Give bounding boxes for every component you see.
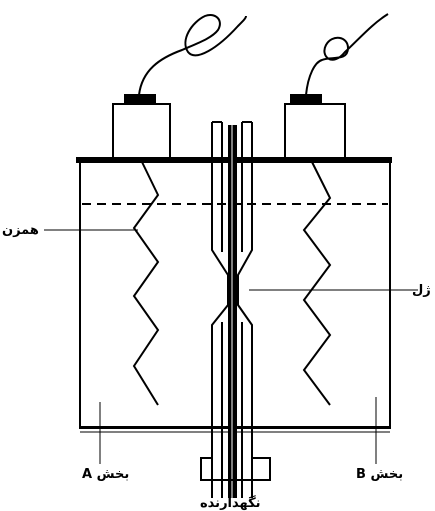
left-stirrer-cable [138,14,247,96]
right-stirrer-cap [290,94,322,104]
right-stirrer-cable [305,13,389,96]
left-stirrer-motor [112,103,171,161]
label-section-a: بخش A [82,467,130,482]
right-stirrer-blade [302,161,332,406]
right-stirrer-motor [284,103,346,161]
holder-outer-right [237,122,253,498]
left-stirrer-blade [132,161,160,406]
label-hamzan: همزن [2,223,39,238]
holder-base [200,457,271,481]
label-section-b: بخش B [356,467,404,482]
label-gel: ژل [412,283,431,298]
label-holder: نگهدارنده [200,496,261,511]
left-stirrer-cap [124,94,156,104]
